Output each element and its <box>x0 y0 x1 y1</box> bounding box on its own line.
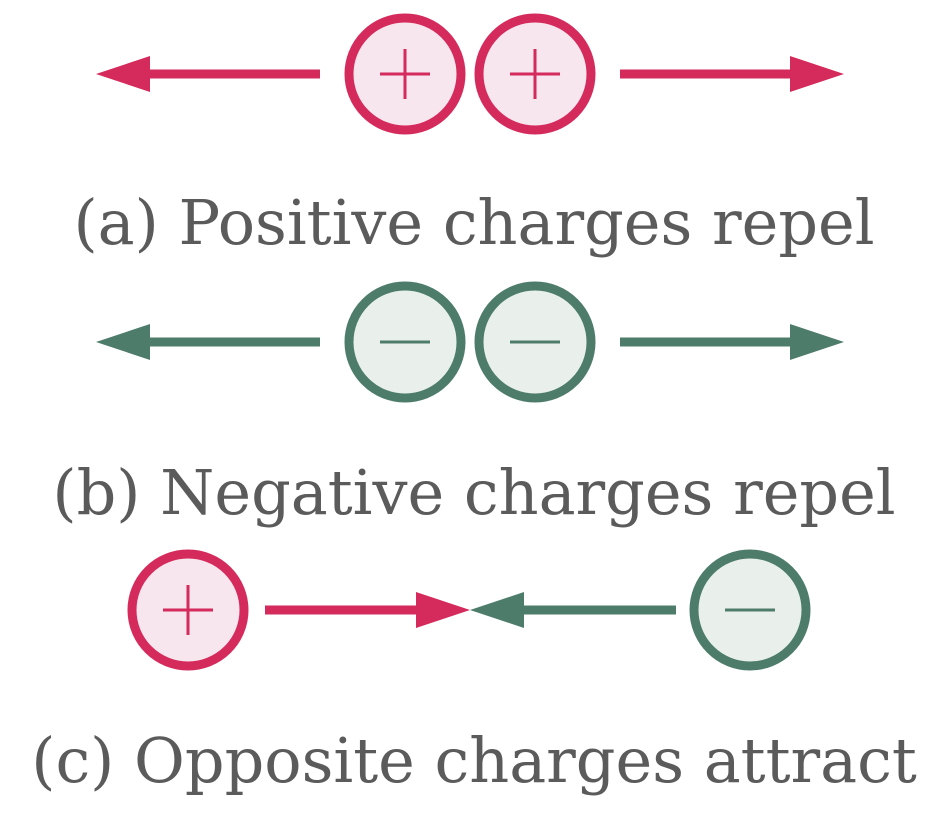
attraction-arrow-left-head <box>470 592 524 628</box>
positive-charge-left <box>344 13 466 135</box>
negative-charge <box>689 549 811 671</box>
repulsion-arrow-left-head <box>96 324 150 360</box>
caption-positive-charges-repel: (a) Positive charges repel <box>73 186 875 259</box>
panel-a-graphic <box>96 13 844 135</box>
negative-charge-left <box>344 281 466 403</box>
negative-charge-right <box>474 281 596 403</box>
positive-charge <box>127 549 249 671</box>
caption-opposite-charges-attract: (c) Opposite charges attract <box>31 724 917 797</box>
caption-negative-charges-repel: (b) Negative charges repel <box>52 456 896 529</box>
panel-c-graphic <box>127 549 811 671</box>
repulsion-arrow-right-head <box>790 56 844 92</box>
repulsion-arrow-left-head <box>96 56 150 92</box>
positive-charge-right <box>474 13 596 135</box>
repulsion-arrow-right-head <box>790 324 844 360</box>
attraction-arrow-right-head <box>416 592 470 628</box>
panel-b-graphic <box>96 281 844 403</box>
